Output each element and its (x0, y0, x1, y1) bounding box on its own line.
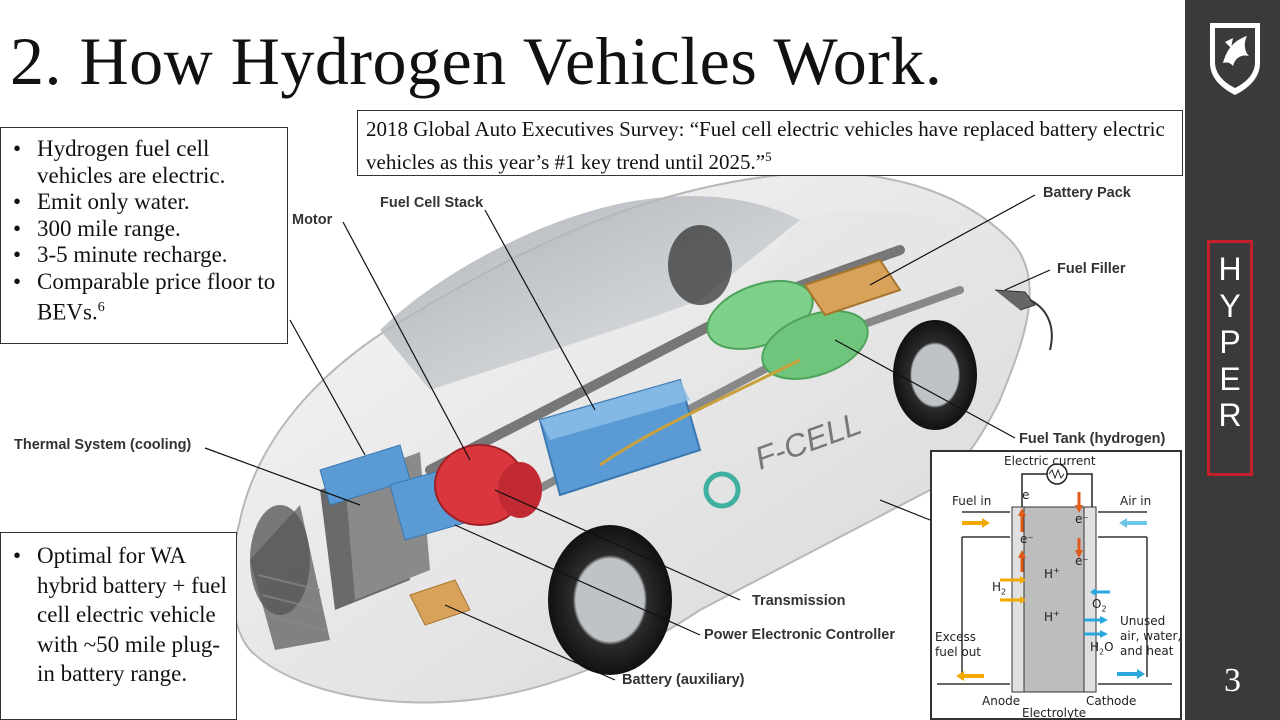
fuel-cell-car-illustration: F-CELL (204, 171, 1053, 704)
fuel-filler-nozzle-shape (994, 289, 1036, 311)
front-wheel-shape (548, 525, 672, 675)
recommendation-box: Optimal for WA hybrid battery + fuel cel… (0, 532, 237, 720)
hyper-letter: E (1219, 360, 1241, 397)
label-battery-auxiliary: Battery (auxiliary) (622, 672, 745, 688)
label-fuel-cell-stack: Fuel Cell Stack (380, 195, 484, 211)
hyper-letter: Y (1219, 287, 1241, 324)
fc-o2-label: O2 (1092, 597, 1107, 614)
fc-electron-label: e⁻ (1075, 554, 1089, 568)
hydrogen-line-shape (599, 358, 801, 467)
label-battery-pack: Battery Pack (1043, 185, 1131, 201)
page-number: 3 (1224, 662, 1241, 699)
rear-left-wheel-shape (668, 225, 732, 305)
hyper-letter: P (1219, 324, 1241, 360)
key-fact-item: 300 mile range. (5, 216, 283, 243)
key-fact-item: Emit only water. (5, 189, 283, 216)
key-fact-item: Comparable price floor to BEVs.6 (5, 269, 283, 327)
survey-quote-ref: 5 (765, 149, 772, 164)
fc-h2o-label: H2O (1090, 640, 1114, 657)
slide-title: 2. How Hydrogen Vehicles Work. (10, 23, 943, 99)
fc-cathode-label: Cathode (1086, 694, 1137, 708)
fc-air-in: Air in (1120, 494, 1152, 508)
fc-hydrogen-ion-label: H+ (1044, 566, 1060, 581)
air-in-arrow-icon (1119, 518, 1147, 528)
fc-electron-label: e (1022, 488, 1030, 502)
aux-battery-shape (409, 579, 471, 626)
car-rear-glass-shape (740, 210, 990, 300)
hydrogen-tanks-shape (706, 280, 869, 380)
cathode-plate (1083, 506, 1097, 693)
rear-battery-pack-shape (803, 258, 902, 317)
fc-hydrogen-ion-label: H+ (1044, 609, 1060, 624)
right-sidebar: H Y P E R 3 (1185, 0, 1280, 720)
university-shield-logo (1210, 23, 1260, 95)
electrolyte-layer (1023, 506, 1085, 693)
fc-electric-current: Electric current (1004, 454, 1096, 468)
key-facts-box: Hydrogen fuel cell vehicles are electric… (0, 127, 288, 344)
recommendation-item: Optimal for WA hybrid battery + fuel cel… (5, 541, 232, 689)
leader-lines (204, 194, 1051, 681)
label-fuel-filler: Fuel Filler (1057, 261, 1126, 277)
label-motor: Motor (292, 212, 333, 228)
fc-electron-label: e⁻ (1075, 512, 1089, 526)
fuel-cell-diagram: Electric current Fuel in Air in e e⁻ e⁻ … (930, 450, 1182, 720)
fc-electron-label: e⁻ (1020, 532, 1034, 546)
label-power-controller: Power Electronic Controller (704, 627, 895, 643)
hyper-letter: H (1218, 251, 1242, 287)
oxygen-water-arrows-icon (1084, 588, 1110, 638)
key-fact-text: Comparable price floor to BEVs. (37, 268, 276, 325)
hyper-letter: R (1218, 397, 1242, 433)
survey-quote-text: 2018 Global Auto Executives Survey: “Fue… (366, 117, 1165, 174)
fc-excess-fuel-out: Excess fuel out (935, 630, 982, 659)
key-fact-item: Hydrogen fuel cell vehicles are electric… (5, 136, 283, 189)
label-fuel-tank: Fuel Tank (hydrogen) (1019, 431, 1166, 447)
fuel-in-arrow-icon (962, 518, 990, 528)
key-fact-item: 3-5 minute recharge. (5, 242, 283, 269)
car-badge-logo (703, 471, 741, 509)
key-fact-ref: 6 (97, 300, 105, 315)
label-transmission: Transmission (752, 593, 846, 609)
fuel-cell-diagram-graphic (937, 463, 1172, 693)
hyper-badge: H Y P E R (1207, 240, 1253, 476)
rear-wheel-shape (893, 320, 977, 430)
unused-out-arrow-icon (1117, 669, 1145, 679)
recommendation-list: Optimal for WA hybrid battery + fuel cel… (5, 541, 232, 689)
fc-anode-label: Anode (982, 694, 1021, 708)
fc-h2-label: H2 (992, 580, 1007, 597)
grille-shape (250, 505, 330, 650)
electron-arrows-icon (1018, 492, 1083, 572)
key-facts-list: Hydrogen fuel cell vehicles are electric… (5, 136, 283, 326)
label-thermal-system: Thermal System (cooling) (14, 437, 192, 453)
fc-fuel-in: Fuel in (952, 494, 992, 508)
h2-arrows-icon (1000, 576, 1026, 604)
fc-electrolyte-label: Electrolyte (1022, 706, 1087, 720)
fc-unused-outputs: Unused air, water, and heat (1120, 614, 1182, 658)
excess-fuel-arrow-icon (956, 671, 984, 681)
survey-quote-box: 2018 Global Auto Executives Survey: “Fue… (357, 110, 1183, 176)
